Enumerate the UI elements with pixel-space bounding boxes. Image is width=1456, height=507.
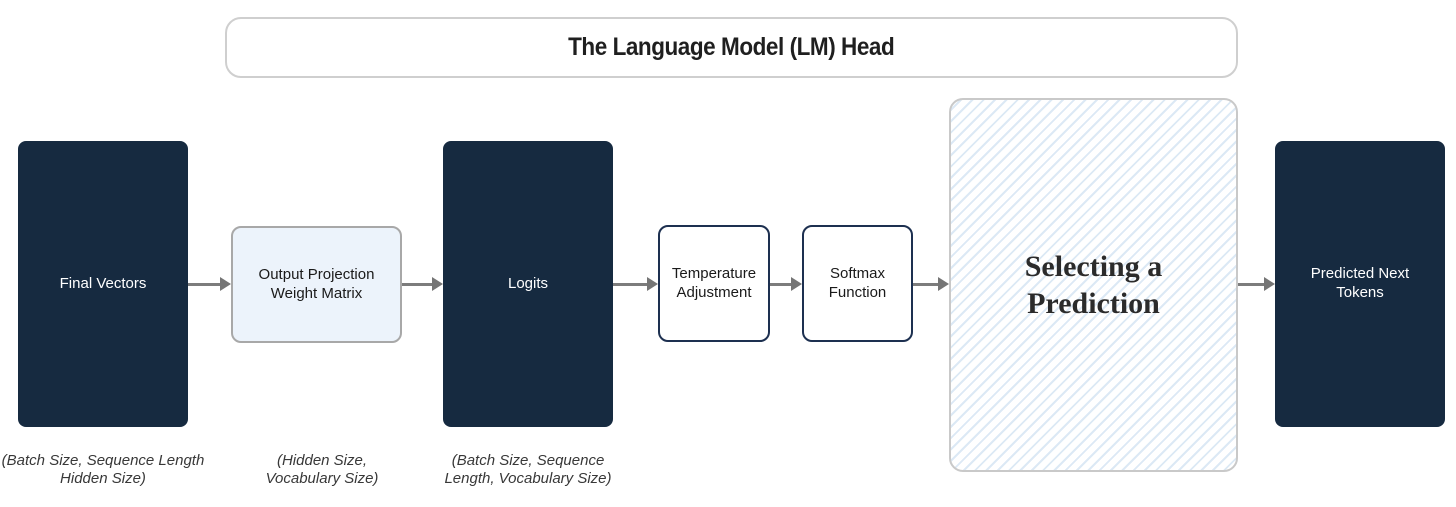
flow-arrow-icon <box>770 277 802 291</box>
arrowhead-icon <box>1264 277 1275 291</box>
arrowhead-icon <box>432 277 443 291</box>
caption-line: (Hidden Size, <box>276 452 368 469</box>
diagram-title: The Language Model (LM) Head <box>568 33 895 61</box>
node-final-vectors: Final Vectors <box>18 141 188 427</box>
caption-line: (Batch Size, Sequence Length <box>1 452 205 469</box>
caption-line: Hidden Size) <box>60 470 146 488</box>
node-label: Output Projection Weight Matrix <box>258 265 375 302</box>
node-logits: Logits <box>443 141 613 427</box>
node-label: Predicted Next Tokens <box>1310 265 1410 301</box>
flow-arrow-icon <box>913 277 949 291</box>
arrow-shaft <box>188 282 220 286</box>
arrow-shaft <box>402 282 432 286</box>
title-banner: The Language Model (LM) Head <box>225 17 1238 78</box>
node-label: Temperature Adjustment <box>671 264 757 301</box>
caption-line: Length, Vocabulary Size) <box>444 470 612 488</box>
node-selecting-a-prediction: Selecting a Prediction <box>949 98 1238 472</box>
arrowhead-icon <box>647 277 658 291</box>
caption-line: (Batch Size, Sequence <box>451 452 605 469</box>
arrowhead-icon <box>791 277 802 291</box>
shape-caption-logits: (Batch Size, Sequence Length, Vocabulary… <box>428 452 628 489</box>
flow-arrow-icon <box>402 277 443 291</box>
arrow-shaft <box>770 282 791 286</box>
node-label: Selecting a Prediction <box>1024 249 1163 321</box>
shape-caption-final-vectors: (Batch Size, Sequence Length Hidden Size… <box>0 452 216 489</box>
node-label: Final Vectors <box>59 274 147 292</box>
arrow-shaft <box>913 282 938 286</box>
flow-arrow-icon <box>188 277 231 291</box>
flow-arrow-icon <box>613 277 658 291</box>
node-predicted-next-tokens: Predicted Next Tokens <box>1275 141 1445 427</box>
shape-caption-output-projection: (Hidden Size, Vocabulary Size) <box>222 452 422 489</box>
node-output-projection-weight-matrix: Output Projection Weight Matrix <box>231 226 402 343</box>
arrowhead-icon <box>938 277 949 291</box>
node-label: Logits <box>507 274 549 292</box>
arrow-shaft <box>1238 282 1264 286</box>
flow-arrow-icon <box>1238 277 1275 291</box>
node-softmax-function: Softmax Function <box>802 225 913 342</box>
arrowhead-icon <box>220 277 231 291</box>
arrow-shaft <box>613 282 647 286</box>
node-label: Softmax Function <box>828 264 887 301</box>
caption-line: Vocabulary Size) <box>265 470 379 488</box>
node-temperature-adjustment: Temperature Adjustment <box>658 225 770 342</box>
